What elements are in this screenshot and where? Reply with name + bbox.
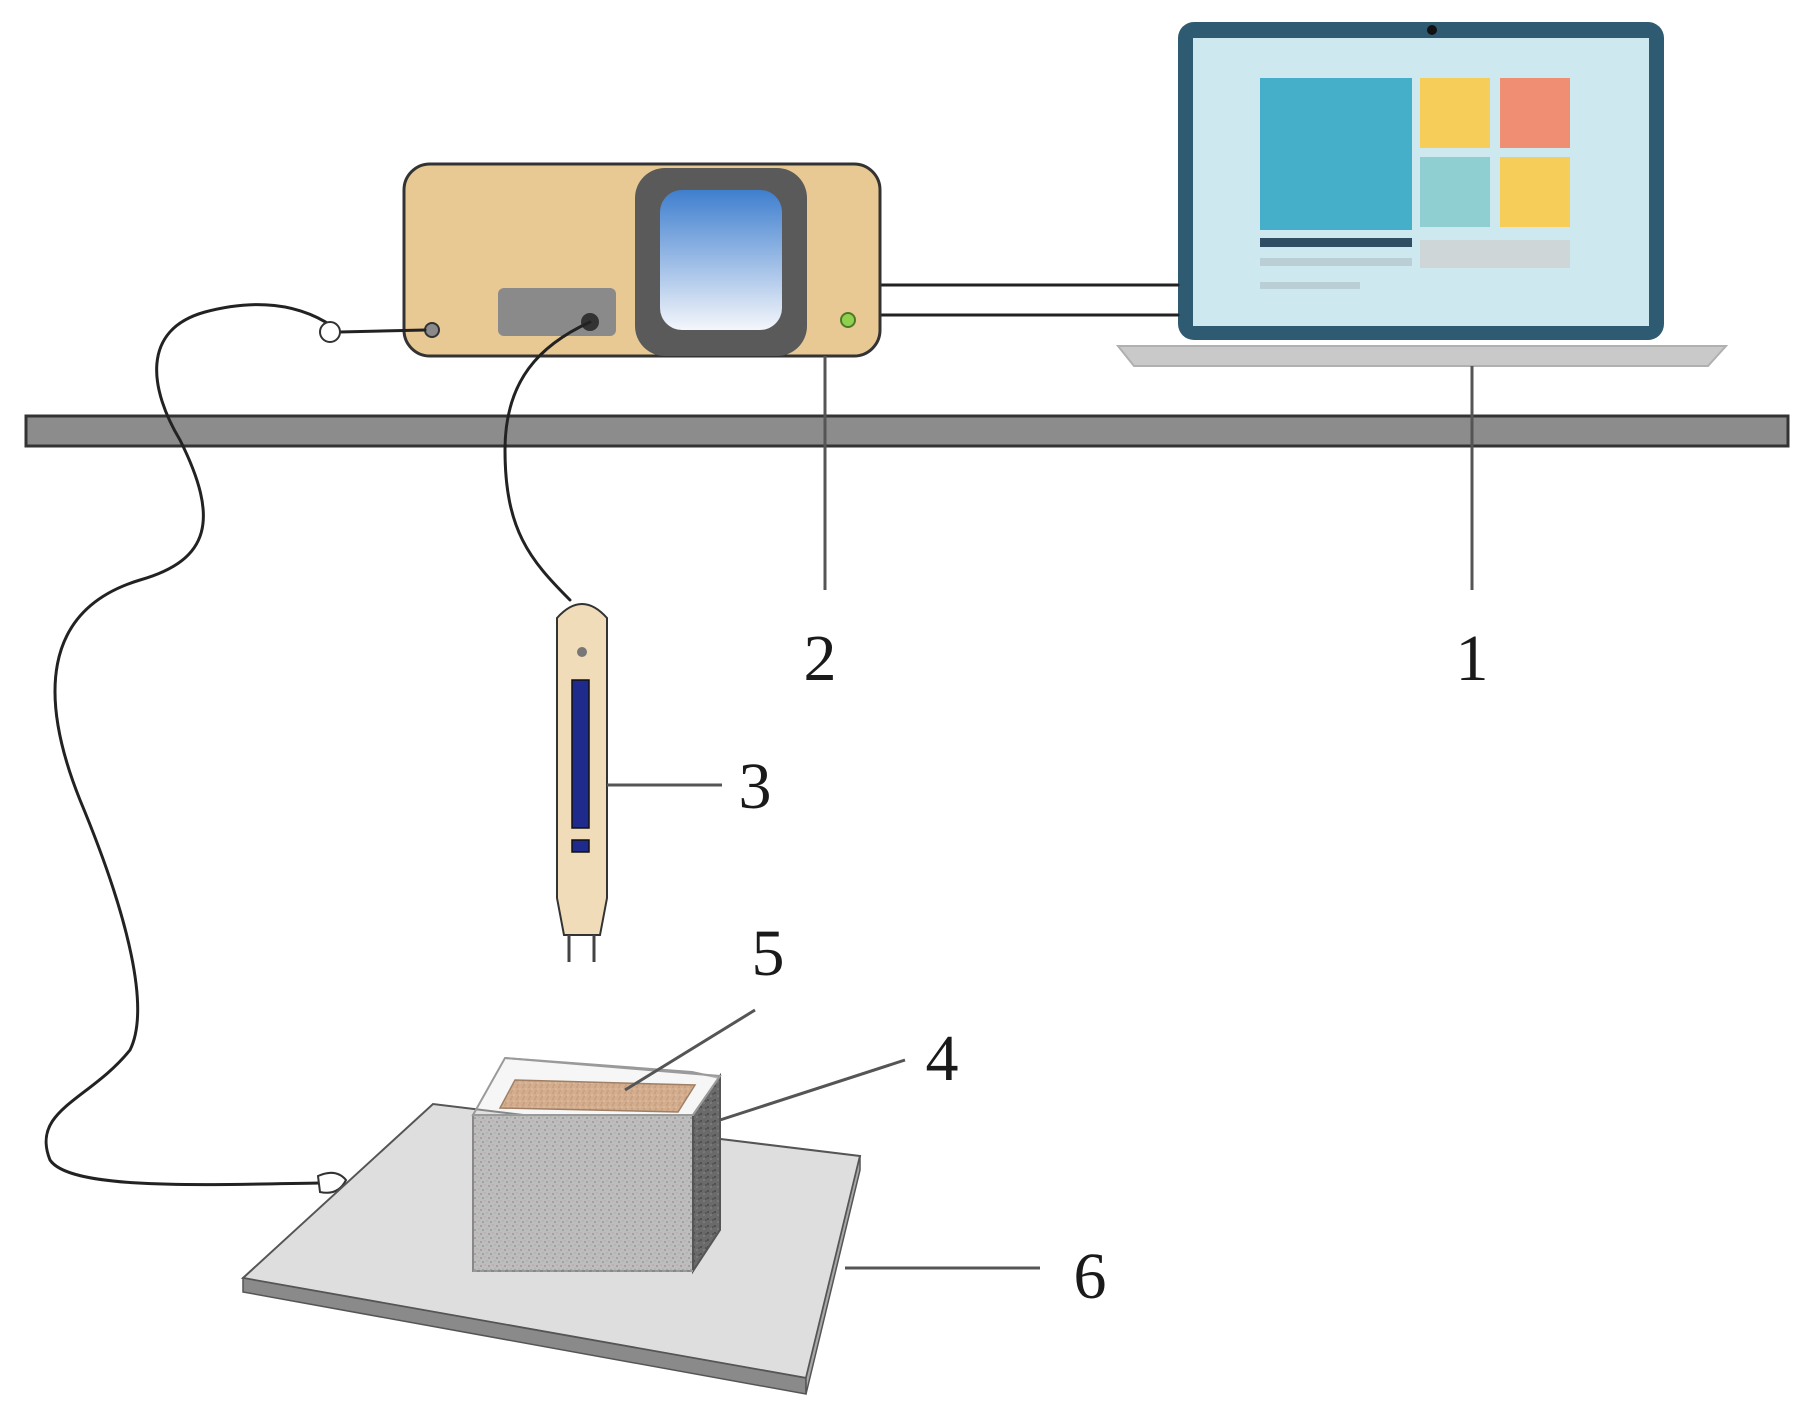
screen-tile-salmon bbox=[1500, 78, 1570, 148]
screen-bar-grey bbox=[1420, 240, 1570, 268]
ground-cable bbox=[44, 303, 427, 1187]
power-indicator-light bbox=[840, 312, 856, 328]
leader-line-5 bbox=[624, 1008, 756, 1092]
screen-tile-yellow-bottom bbox=[1500, 157, 1570, 227]
probe-stripe bbox=[571, 679, 590, 829]
laptop-base bbox=[1115, 345, 1729, 367]
laptop bbox=[1115, 22, 1729, 367]
sensor-probe bbox=[556, 603, 608, 962]
callout-soil: 5 bbox=[752, 917, 785, 990]
meter-probe-port bbox=[498, 288, 616, 336]
webcam-icon bbox=[1427, 25, 1437, 35]
meter-display bbox=[660, 190, 782, 330]
container-glass-rim bbox=[471, 1056, 722, 1116]
screen-line-1 bbox=[1260, 258, 1412, 266]
callout-plate: 6 bbox=[1074, 1240, 1107, 1313]
ground-cable-connector bbox=[319, 321, 341, 343]
callout-probe: 3 bbox=[739, 750, 772, 823]
container-front-face bbox=[472, 1114, 694, 1272]
leader-line-4 bbox=[719, 1058, 906, 1122]
plate-side-right bbox=[805, 1155, 861, 1395]
meter-device bbox=[402, 162, 882, 358]
screen-tile-yellow-top bbox=[1420, 78, 1490, 148]
callout-container: 4 bbox=[926, 1022, 959, 1095]
plate-clip bbox=[316, 1171, 348, 1194]
callout-meter: 2 bbox=[804, 622, 837, 695]
screen-tile-large bbox=[1260, 78, 1412, 230]
screen-line-2 bbox=[1260, 282, 1360, 289]
probe-indicator bbox=[577, 647, 587, 657]
probe-cable bbox=[503, 320, 592, 602]
screen-bar-dark bbox=[1260, 238, 1412, 247]
probe-stripe-tip bbox=[571, 839, 590, 853]
callout-laptop: 1 bbox=[1456, 622, 1489, 695]
shelf bbox=[24, 414, 1790, 448]
soil-container bbox=[471, 1056, 722, 1275]
screen-tile-teal bbox=[1420, 157, 1490, 227]
ground-terminal bbox=[424, 322, 440, 338]
